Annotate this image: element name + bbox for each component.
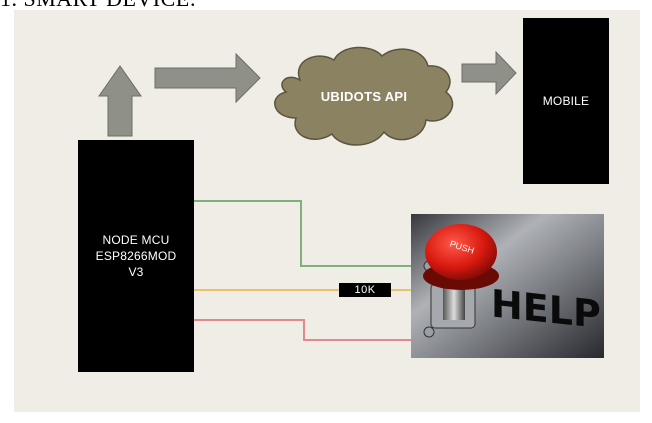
mobile-label: MOBILE	[542, 94, 590, 108]
cloud-label: UBIDOTS API	[320, 89, 408, 104]
mobile-box: MOBILE	[523, 18, 609, 184]
wire-green	[194, 200, 425, 267]
wire-red	[194, 319, 425, 341]
up-arrow	[98, 65, 142, 137]
cloud-shape	[274, 46, 454, 146]
right-arrow-to-cloud	[154, 52, 261, 104]
node-mcu-line-3: V3	[128, 265, 144, 279]
resistor-label: 10K	[339, 283, 391, 297]
node-mcu-line-2: ESP8266MOD	[95, 249, 177, 263]
section-heading: 1. SMART DEVICE:	[0, 0, 196, 12]
node-mcu-line-1: NODE MCU	[102, 233, 170, 247]
node-mcu-box: NODE MCU ESP8266MOD V3	[78, 140, 194, 372]
right-arrow-to-mobile	[461, 50, 517, 96]
help-button-image: PUSH HELP	[411, 214, 604, 358]
